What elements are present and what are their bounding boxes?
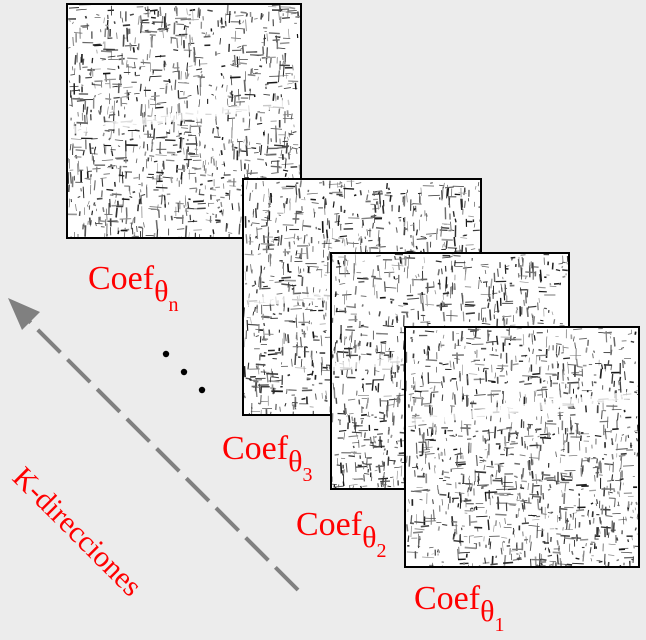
label-coef-n-theta: θ [154, 275, 169, 308]
texture-strokes [406, 328, 638, 566]
ellipsis-dot [180, 368, 188, 376]
coef-image-1 [406, 328, 638, 566]
label-coef-1-theta: θ [480, 595, 495, 628]
ellipsis-dots [162, 350, 206, 394]
label-coef-3: Coefθ3 [222, 430, 312, 486]
label-coef-n-main: Coef [88, 260, 155, 297]
direction-arrow-head [8, 298, 40, 330]
direction-arrow-shaft [22, 314, 300, 592]
coef-panel-1 [404, 326, 640, 568]
label-coef-2: Coefθ2 [296, 506, 386, 562]
label-coef-2-main: Coef [296, 506, 363, 543]
label-coef-n-sub: n [168, 294, 179, 316]
label-coef-2-theta: θ [362, 521, 377, 554]
label-coef-2-sub: 2 [376, 540, 387, 562]
label-coef-3-sub: 3 [302, 464, 313, 486]
label-coef-1-main: Coef [414, 580, 481, 617]
ellipsis-dot [198, 386, 206, 394]
label-coef-3-main: Coef [222, 430, 289, 467]
label-coef-1-sub: 1 [494, 614, 505, 636]
label-coef-1: Coefθ1 [414, 580, 504, 636]
label-coef-n: Coefθn [88, 260, 178, 316]
ellipsis-dot [162, 350, 170, 358]
label-coef-3-theta: θ [288, 445, 303, 478]
